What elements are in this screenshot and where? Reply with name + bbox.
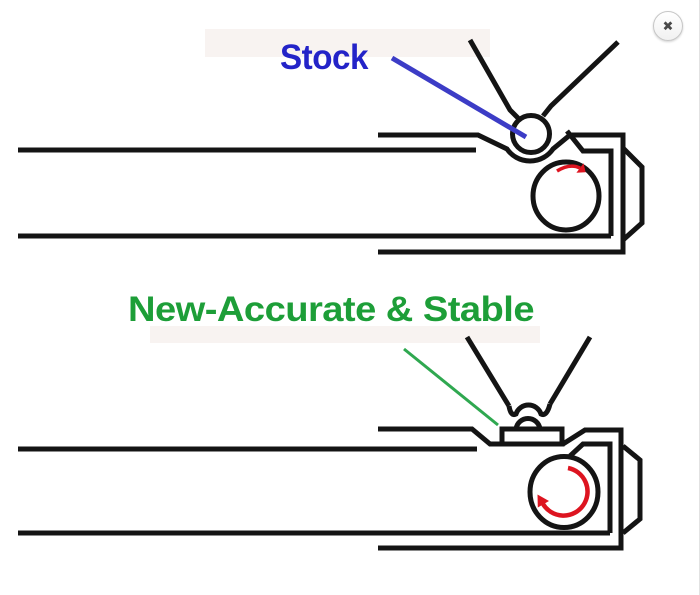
improved-rotation-arrowhead-icon	[537, 494, 549, 508]
improved-label: New-Accurate & Stable	[128, 290, 534, 329]
improved-insert-base	[499, 426, 565, 447]
improved-fork-right-arm	[547, 335, 593, 406]
stock-ball-insert	[510, 113, 552, 155]
close-icon: ✖	[662, 18, 674, 33]
stock-rotation-arrowhead-icon	[576, 163, 586, 173]
stock-mechanism	[18, 38, 645, 255]
stock-fork-left-arm	[467, 38, 520, 120]
close-button[interactable]: ✖	[653, 11, 683, 41]
improved-fork-bottom-curve	[506, 402, 553, 417]
improved-pointer-line	[403, 347, 499, 427]
stock-head-outline	[378, 132, 626, 255]
improved-head-slot	[568, 441, 613, 533]
stock-rotation-arrow-icon	[556, 164, 581, 173]
stock-head-tip	[621, 146, 645, 242]
improved-fork-left-arm	[464, 335, 512, 408]
stock-label-halo	[205, 29, 490, 57]
stock-label: Stock	[280, 38, 369, 77]
stock-pointer-line	[390, 55, 528, 140]
improved-head-tip	[621, 444, 643, 535]
improved-insert-dome	[513, 416, 543, 430]
improved-rotation-arrow-icon	[541, 465, 590, 518]
improved-label-halo	[150, 326, 540, 343]
improved-head-outline	[378, 426, 624, 551]
improved-mechanism	[18, 335, 643, 551]
improved-cartridge-circle	[527, 454, 601, 530]
stock-cartridge-circle	[530, 159, 602, 233]
stock-fork-right-arm	[541, 40, 620, 118]
stock-head-slot	[565, 129, 614, 236]
